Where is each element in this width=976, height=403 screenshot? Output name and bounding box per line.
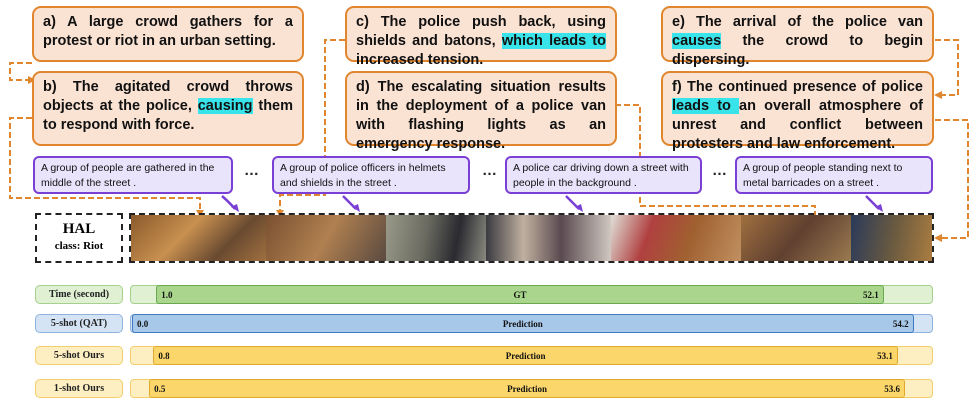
arrow-f-to-frame [935, 119, 969, 239]
description-text: b) The agitated crowd throws objects at … [43, 79, 293, 114]
arrow-b-to-frame [9, 117, 201, 212]
description-f: f) The continued presence of police lead… [661, 71, 934, 152]
bar-end-value: 53.1 [877, 351, 893, 361]
video-frame [486, 215, 611, 261]
causal-highlight: which leads to [501, 33, 606, 49]
description-text: increased tension. [356, 52, 484, 68]
class-label: class: Riot [54, 240, 104, 252]
description-a: a) A large crowd gathers for a protest o… [32, 6, 304, 62]
description-e: e) The arrival of the police van causes … [661, 6, 934, 68]
video-label-box: HAL class: Riot [35, 213, 123, 263]
timeline-row-label: 5-shot (QAT) [35, 314, 123, 333]
description-text: them to respond with force. [43, 98, 294, 133]
video-frame-strip [129, 213, 934, 263]
ellipsis-1: … [244, 162, 259, 179]
ellipsis-2: … [482, 162, 497, 179]
description-b: b) The agitated crowd throws objects at … [32, 71, 304, 146]
causal-highlight: causes [672, 33, 722, 49]
bar-end-value: 52.1 [862, 290, 879, 300]
timeline-row-label: 5-shot Ours [35, 346, 123, 365]
bar-label: Prediction [502, 319, 543, 329]
video-frame [131, 215, 266, 261]
description-text: an overall atmosphere of unrest and conf… [672, 98, 924, 152]
caption-4: A group of people standing next to metal… [735, 156, 933, 194]
arrowhead-f [934, 91, 942, 99]
description-c: c) The police push back, using shields a… [345, 6, 617, 68]
timeline-row-label: 1-shot Ours [35, 379, 123, 398]
bar-label: GT [513, 290, 527, 300]
bar-label: Prediction [507, 384, 547, 394]
bar-end-value: 53.6 [884, 384, 901, 394]
description-text: d) The escalating situation results in t… [356, 79, 606, 152]
timeline-bar: 0.0 Prediction 54.2 [132, 314, 914, 333]
timeline-bar: 0.8 Prediction 53.1 [153, 346, 898, 365]
video-frame [386, 215, 486, 261]
timeline-row-label: Time (second) [35, 285, 123, 304]
causal-highlight: leads to [672, 98, 740, 114]
causal-highlight: causing [197, 98, 253, 114]
arrow-d-to-frame [615, 104, 816, 216]
bar-label: Prediction [505, 351, 546, 361]
arrowhead-frame-4 [934, 234, 942, 242]
bar-start-value: 0.8 [158, 351, 170, 361]
ellipsis-3: … [712, 162, 727, 179]
description-d: d) The escalating situation results in t… [345, 71, 617, 152]
arrow-e-to-f [935, 39, 959, 96]
timeline-bar: 0.5 Prediction 53.6 [149, 379, 906, 398]
video-frame [611, 215, 741, 261]
timeline-bar: 1.0 GT 52.1 [156, 285, 884, 304]
video-frame [741, 215, 851, 261]
video-frame [851, 215, 932, 261]
caption-3: A police car driving down a street with … [505, 156, 702, 194]
bar-start-value: 0.5 [154, 384, 166, 394]
bar-start-value: 1.0 [161, 290, 173, 300]
bar-start-value: 0.0 [137, 319, 149, 329]
arrow-a-to-b [9, 62, 32, 81]
description-text: a) A large crowd gathers for a protest o… [43, 14, 293, 49]
arrow-c-to-frame [279, 39, 345, 212]
caption-2: A group of police officers in helmets an… [272, 156, 470, 194]
bar-end-value: 54.2 [892, 319, 909, 329]
description-text: the crowd to begin dispersing. [672, 33, 923, 68]
video-frame [266, 215, 386, 261]
caption-1: A group of people are gathered in the mi… [33, 156, 233, 194]
dataset-name: HAL [62, 221, 96, 237]
description-text: c) The police push back, using shields a… [356, 14, 606, 49]
description-text: e) The arrival of the police van [672, 14, 923, 30]
description-text: f) The continued presence of police [672, 79, 923, 95]
